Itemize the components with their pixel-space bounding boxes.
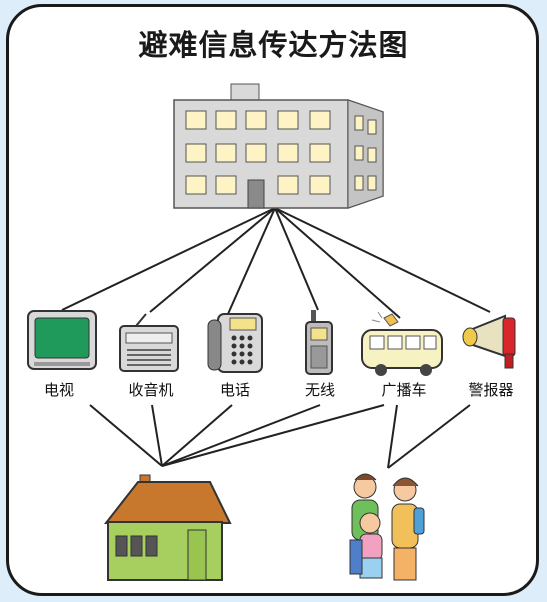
tv-icon xyxy=(27,310,97,370)
connector-radio-house xyxy=(151,404,163,467)
walkie-talkie-icon xyxy=(305,310,333,375)
house-icon xyxy=(103,474,232,581)
connector-wireless-house xyxy=(161,404,321,467)
connector-van-house xyxy=(161,404,385,467)
siren-megaphone-icon xyxy=(462,314,516,369)
diagram-title: 避难信息传达方法图 xyxy=(138,28,409,62)
connectors-top xyxy=(61,207,491,319)
connector-building-radio-wireless xyxy=(274,207,319,311)
connector-phone-house xyxy=(161,404,233,467)
connector-building-radio xyxy=(149,207,276,313)
connector-siren-family xyxy=(387,404,471,469)
connector-tv-house xyxy=(89,404,163,467)
connector-van-family xyxy=(387,404,398,469)
radio-icon xyxy=(119,313,179,372)
connector-building-tv xyxy=(61,207,276,311)
channel-label-broadcast-van: 广播车 xyxy=(381,381,427,399)
connector-building-siren xyxy=(274,207,491,313)
connector-building-phone xyxy=(227,207,276,315)
telephone-icon xyxy=(207,313,263,373)
broadcast-van-icon xyxy=(361,311,443,376)
building-icon xyxy=(173,83,384,209)
channel-label-telephone: 电话 xyxy=(219,381,251,399)
channel-label-siren: 警报器 xyxy=(468,381,514,399)
channel-label-tv: 电视 xyxy=(43,381,75,399)
family-icon xyxy=(349,473,425,581)
channel-label-wireless: 无线 xyxy=(304,381,336,399)
connectors-bottom xyxy=(89,404,471,469)
connector-building-van xyxy=(274,207,401,319)
channel-label-radio: 收音机 xyxy=(128,381,174,399)
